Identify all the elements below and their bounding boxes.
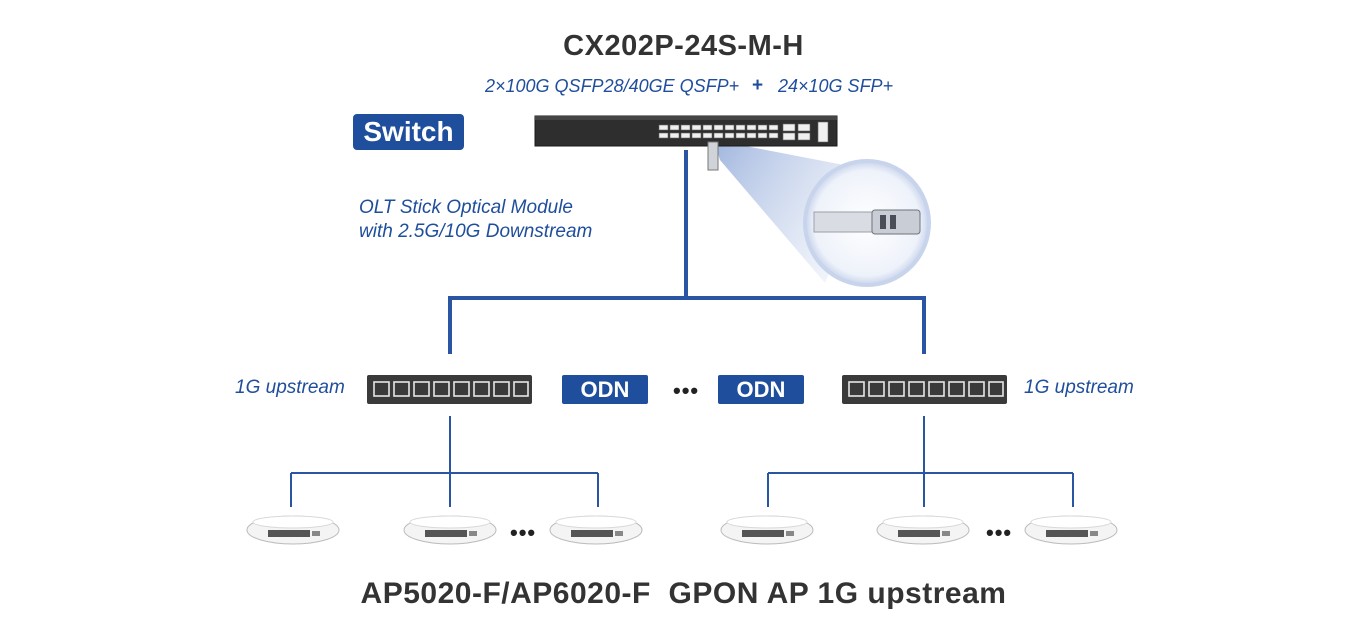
main-switch-icon xyxy=(534,115,838,147)
ap-ellipsis-left: ••• xyxy=(510,520,537,545)
ap-branch-lines xyxy=(290,416,1074,507)
page-title: CX202P-24S-M-H xyxy=(563,30,804,62)
subtitle-uplink-ports: 2×100G QSFP28/40GE QSFP+ xyxy=(485,76,740,96)
left-upstream-label: 1G upstream xyxy=(235,377,345,398)
ap-ellipsis-right: ••• xyxy=(986,520,1013,545)
odn-badge-left: ODN xyxy=(562,375,648,404)
optical-module-zoom xyxy=(813,209,921,235)
access-point-icon-3 xyxy=(549,515,643,545)
switch-badge: Switch xyxy=(353,114,464,150)
subtitle-sfp-ports: 24×10G SFP+ xyxy=(778,76,894,96)
optical-module-note: OLT Stick Optical Module with 2.5G/10G D… xyxy=(359,196,592,244)
right-upstream-label: 1G upstream xyxy=(1024,377,1134,398)
right-onu-device-icon xyxy=(842,375,1007,404)
fiber-lines xyxy=(448,150,926,354)
footer-title: AP5020-F/AP6020-F GPON AP 1G upstream xyxy=(360,577,1007,610)
access-point-icon-4 xyxy=(720,515,814,545)
subtitle-plus: + xyxy=(752,75,764,96)
stick-module-icon xyxy=(707,141,719,171)
optical-module-note-line2: with 2.5G/10G Downstream xyxy=(359,221,593,242)
access-point-icon-6 xyxy=(1024,515,1118,545)
odn-badge-right: ODN xyxy=(718,375,804,404)
access-point-icon-5 xyxy=(876,515,970,545)
access-point-icon-1 xyxy=(246,515,340,545)
optical-module-note-line1: OLT Stick Optical Module xyxy=(359,197,574,218)
odn-ellipsis: ••• xyxy=(673,378,700,403)
left-onu-device-icon xyxy=(367,375,532,404)
access-point-icon-2 xyxy=(403,515,497,545)
